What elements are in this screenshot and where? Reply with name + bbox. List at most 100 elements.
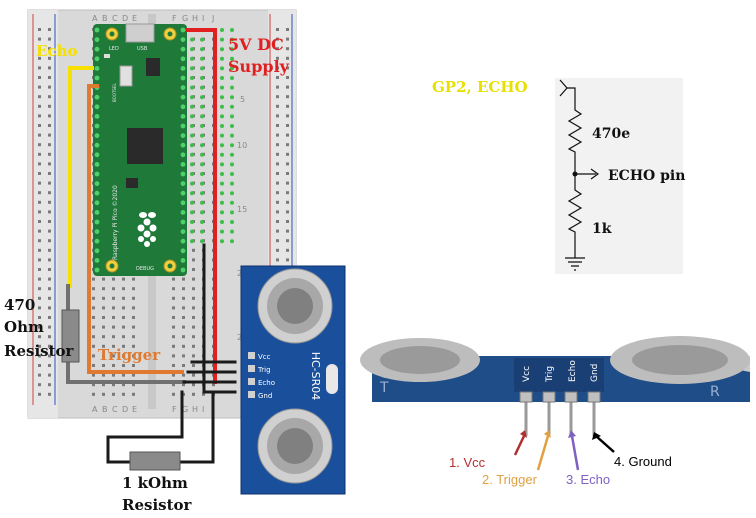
breadboard-hole xyxy=(132,364,135,367)
bootsel-button xyxy=(119,65,133,87)
connected-hole xyxy=(200,47,204,52)
breadboard-hole xyxy=(276,181,279,185)
pico-pin-pad xyxy=(94,133,100,139)
breadboard-hole xyxy=(286,143,289,147)
pico-pin-pad xyxy=(94,56,100,62)
breadboard-hole xyxy=(38,172,41,175)
connected-hole xyxy=(190,104,194,109)
col-letter: A xyxy=(92,405,98,414)
breadboard-hole xyxy=(48,47,51,51)
breadboard-hole xyxy=(192,287,195,291)
connected-hole xyxy=(230,200,234,205)
breadboard-hole xyxy=(38,268,41,271)
breadboard-hole xyxy=(38,143,41,147)
connected-hole xyxy=(230,95,234,100)
breadboard-hole xyxy=(172,296,175,300)
breadboard-hole xyxy=(286,181,289,185)
usb-label: USB xyxy=(137,46,148,52)
col-letter: H xyxy=(192,405,198,414)
pico-pin-pad xyxy=(94,123,100,129)
breadboard-hole xyxy=(48,85,51,89)
connected-hole xyxy=(190,37,194,42)
supply-label-line2: Supply xyxy=(228,57,290,76)
breadboard-hole xyxy=(132,373,135,377)
breadboard-hole xyxy=(112,392,115,396)
supply-label-line1: 5V DC xyxy=(228,35,284,54)
breadboard-hole xyxy=(48,258,51,262)
breadboard-hole xyxy=(276,172,279,175)
breadboard-hole xyxy=(38,56,41,60)
trigger-wire xyxy=(87,84,184,374)
connected-hole xyxy=(220,95,224,100)
bottom-resistor-label: 1k xyxy=(592,221,612,237)
connected-hole xyxy=(190,162,194,167)
breadboard-hole xyxy=(182,296,185,300)
breadboard-hole xyxy=(192,258,195,262)
col-letter: J xyxy=(211,14,214,23)
pico-pin-pad xyxy=(180,162,186,167)
connected-hole xyxy=(230,220,234,224)
breadboard-hole xyxy=(48,104,51,108)
breadboard-hole xyxy=(48,143,51,147)
pico-pin-pad xyxy=(94,171,100,177)
breadboard-hole xyxy=(48,56,51,60)
breadboard-hole xyxy=(112,373,115,377)
hc-sr04-sensor: HC-SR04 Vcc Trig Echo Gnd xyxy=(240,265,346,495)
breadboard-hole xyxy=(276,124,279,127)
pico-pin-pad xyxy=(94,190,100,196)
top-resistor-label: 470e xyxy=(592,126,630,142)
breadboard-hole xyxy=(38,104,41,108)
breadboard-hole xyxy=(38,392,41,396)
connected-hole xyxy=(220,85,224,90)
breadboard-hole xyxy=(38,37,41,41)
breadboard-hole xyxy=(112,287,115,291)
connected-hole xyxy=(230,172,234,176)
breadboard-hole xyxy=(172,364,175,367)
connected-hole xyxy=(190,56,194,61)
col-letter: I xyxy=(202,405,204,414)
output-arrow-icon xyxy=(590,168,600,180)
breadboard-hole xyxy=(192,354,195,358)
connected-hole xyxy=(200,133,204,138)
pico-pin-pad xyxy=(94,248,100,254)
breadboard-hole xyxy=(102,383,105,387)
pico-pin-pad xyxy=(180,258,186,263)
connected-hole xyxy=(230,28,234,32)
resistor-470-label-line3: Resistor xyxy=(4,342,75,360)
connected-hole xyxy=(200,95,204,100)
breadboard-hole xyxy=(132,316,135,319)
connected-hole xyxy=(220,181,224,186)
connected-hole xyxy=(220,114,224,119)
breadboard-hole xyxy=(172,373,175,377)
breadboard-hole xyxy=(286,104,289,108)
breadboard-hole xyxy=(102,287,105,291)
pico-pin-pad xyxy=(180,171,186,177)
breadboard-hole xyxy=(102,316,105,319)
connected-hole xyxy=(200,124,204,128)
breadboard-hole xyxy=(276,47,279,51)
connected-hole xyxy=(230,104,234,109)
board-t-mark: T xyxy=(379,380,389,396)
pico-pin-pad xyxy=(180,190,186,196)
col-letter: B xyxy=(102,14,108,23)
sensor-pin-label: Vcc xyxy=(258,353,271,361)
connected-hole xyxy=(220,229,224,234)
col-letter: A xyxy=(92,14,98,23)
breadboard-hole xyxy=(192,296,195,300)
voltage-divider-schematic: GP2, ECHO 470e ECHO pin 1k xyxy=(432,78,685,274)
pico-pin-pad xyxy=(180,123,186,129)
pico-pin-pad xyxy=(94,267,100,273)
breadboard-hole xyxy=(276,210,279,214)
breadboard-hole xyxy=(48,172,51,175)
pico-pin-pad xyxy=(94,114,100,119)
breadboard-hole xyxy=(182,344,185,348)
breadboard-hole xyxy=(48,392,51,396)
connected-hole xyxy=(190,229,194,234)
breadboard-hole xyxy=(102,364,105,367)
led-label: LED xyxy=(109,46,119,52)
connected-hole xyxy=(200,191,204,196)
breadboard-hole xyxy=(92,392,95,396)
breadboard-hole xyxy=(286,258,289,262)
breadboard-hole xyxy=(38,316,41,319)
